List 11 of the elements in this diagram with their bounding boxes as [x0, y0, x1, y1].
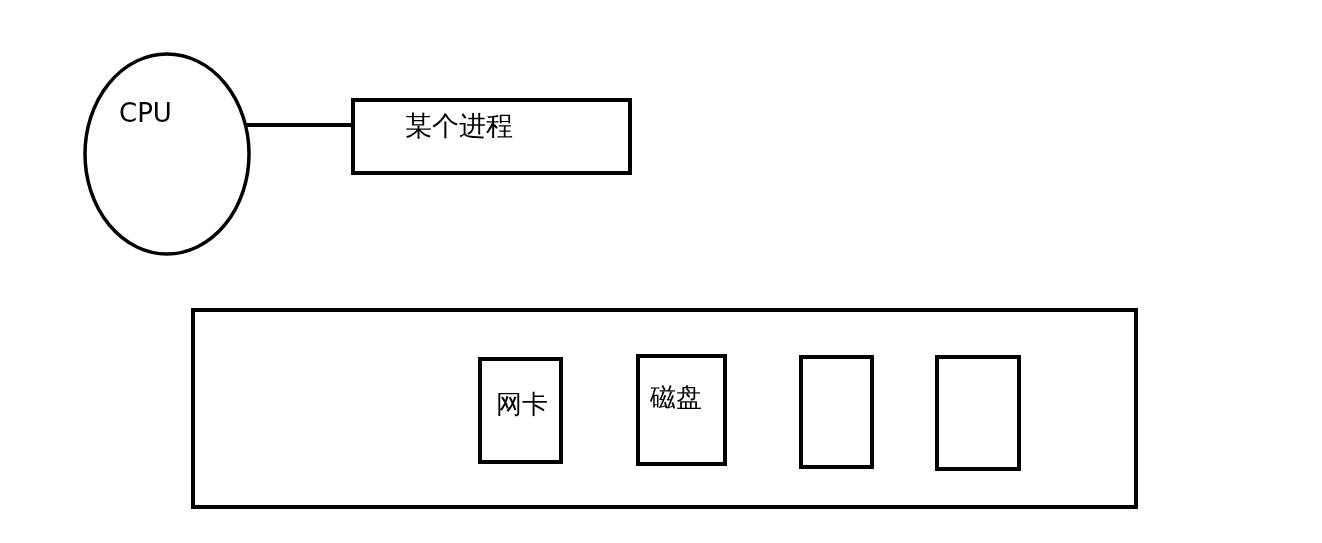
node-label: 网卡	[496, 388, 548, 421]
node-label: 磁盘	[650, 381, 702, 414]
device-box	[478, 357, 563, 464]
device-box	[799, 355, 874, 469]
cpu-ellipse	[83, 52, 251, 256]
device-box	[935, 355, 1021, 471]
node-label: 某个进程	[405, 109, 513, 143]
process-box	[351, 98, 632, 175]
node-label: CPU	[119, 98, 172, 128]
hardware-box	[191, 308, 1138, 509]
device-box	[636, 354, 727, 466]
